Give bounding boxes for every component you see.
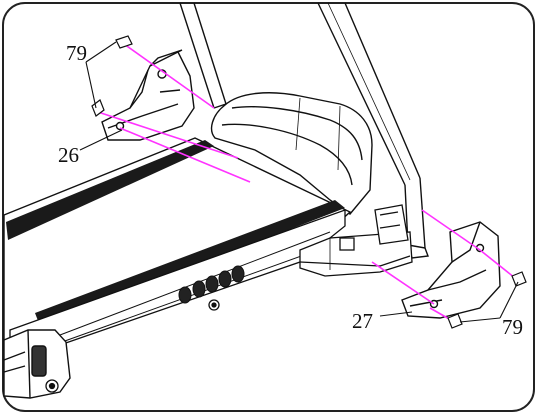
guide-line-left-cover xyxy=(119,127,251,183)
guide-line-top-bolt xyxy=(123,43,215,109)
bolts-part-79 xyxy=(91,35,527,329)
guide-line-right-cover xyxy=(371,261,435,305)
part-label-27: 27 xyxy=(352,309,373,333)
left-side-belt xyxy=(6,140,214,240)
motor-hood xyxy=(210,92,373,215)
part-label-79-bottom: 79 xyxy=(502,315,523,339)
bolt-icon xyxy=(115,35,133,49)
base-frame xyxy=(299,204,413,277)
guide-line-left-bolt xyxy=(97,111,239,159)
guide-line-right-bolt-upper xyxy=(421,209,481,251)
part-label-26: 26 xyxy=(58,143,79,167)
side-buttons xyxy=(178,265,245,304)
transport-wheels xyxy=(45,299,220,393)
bolt-icon xyxy=(447,313,463,329)
treadmill-deck xyxy=(3,137,352,361)
upright-cover-right-part-27 xyxy=(401,221,501,319)
upright-posts xyxy=(179,2,429,259)
leader-lines xyxy=(79,41,519,323)
part-label-79-top: 79 xyxy=(66,41,87,65)
bolt-icon xyxy=(511,271,527,287)
rear-end-cap xyxy=(3,329,71,399)
upright-cover-left-part-26 xyxy=(101,49,195,141)
